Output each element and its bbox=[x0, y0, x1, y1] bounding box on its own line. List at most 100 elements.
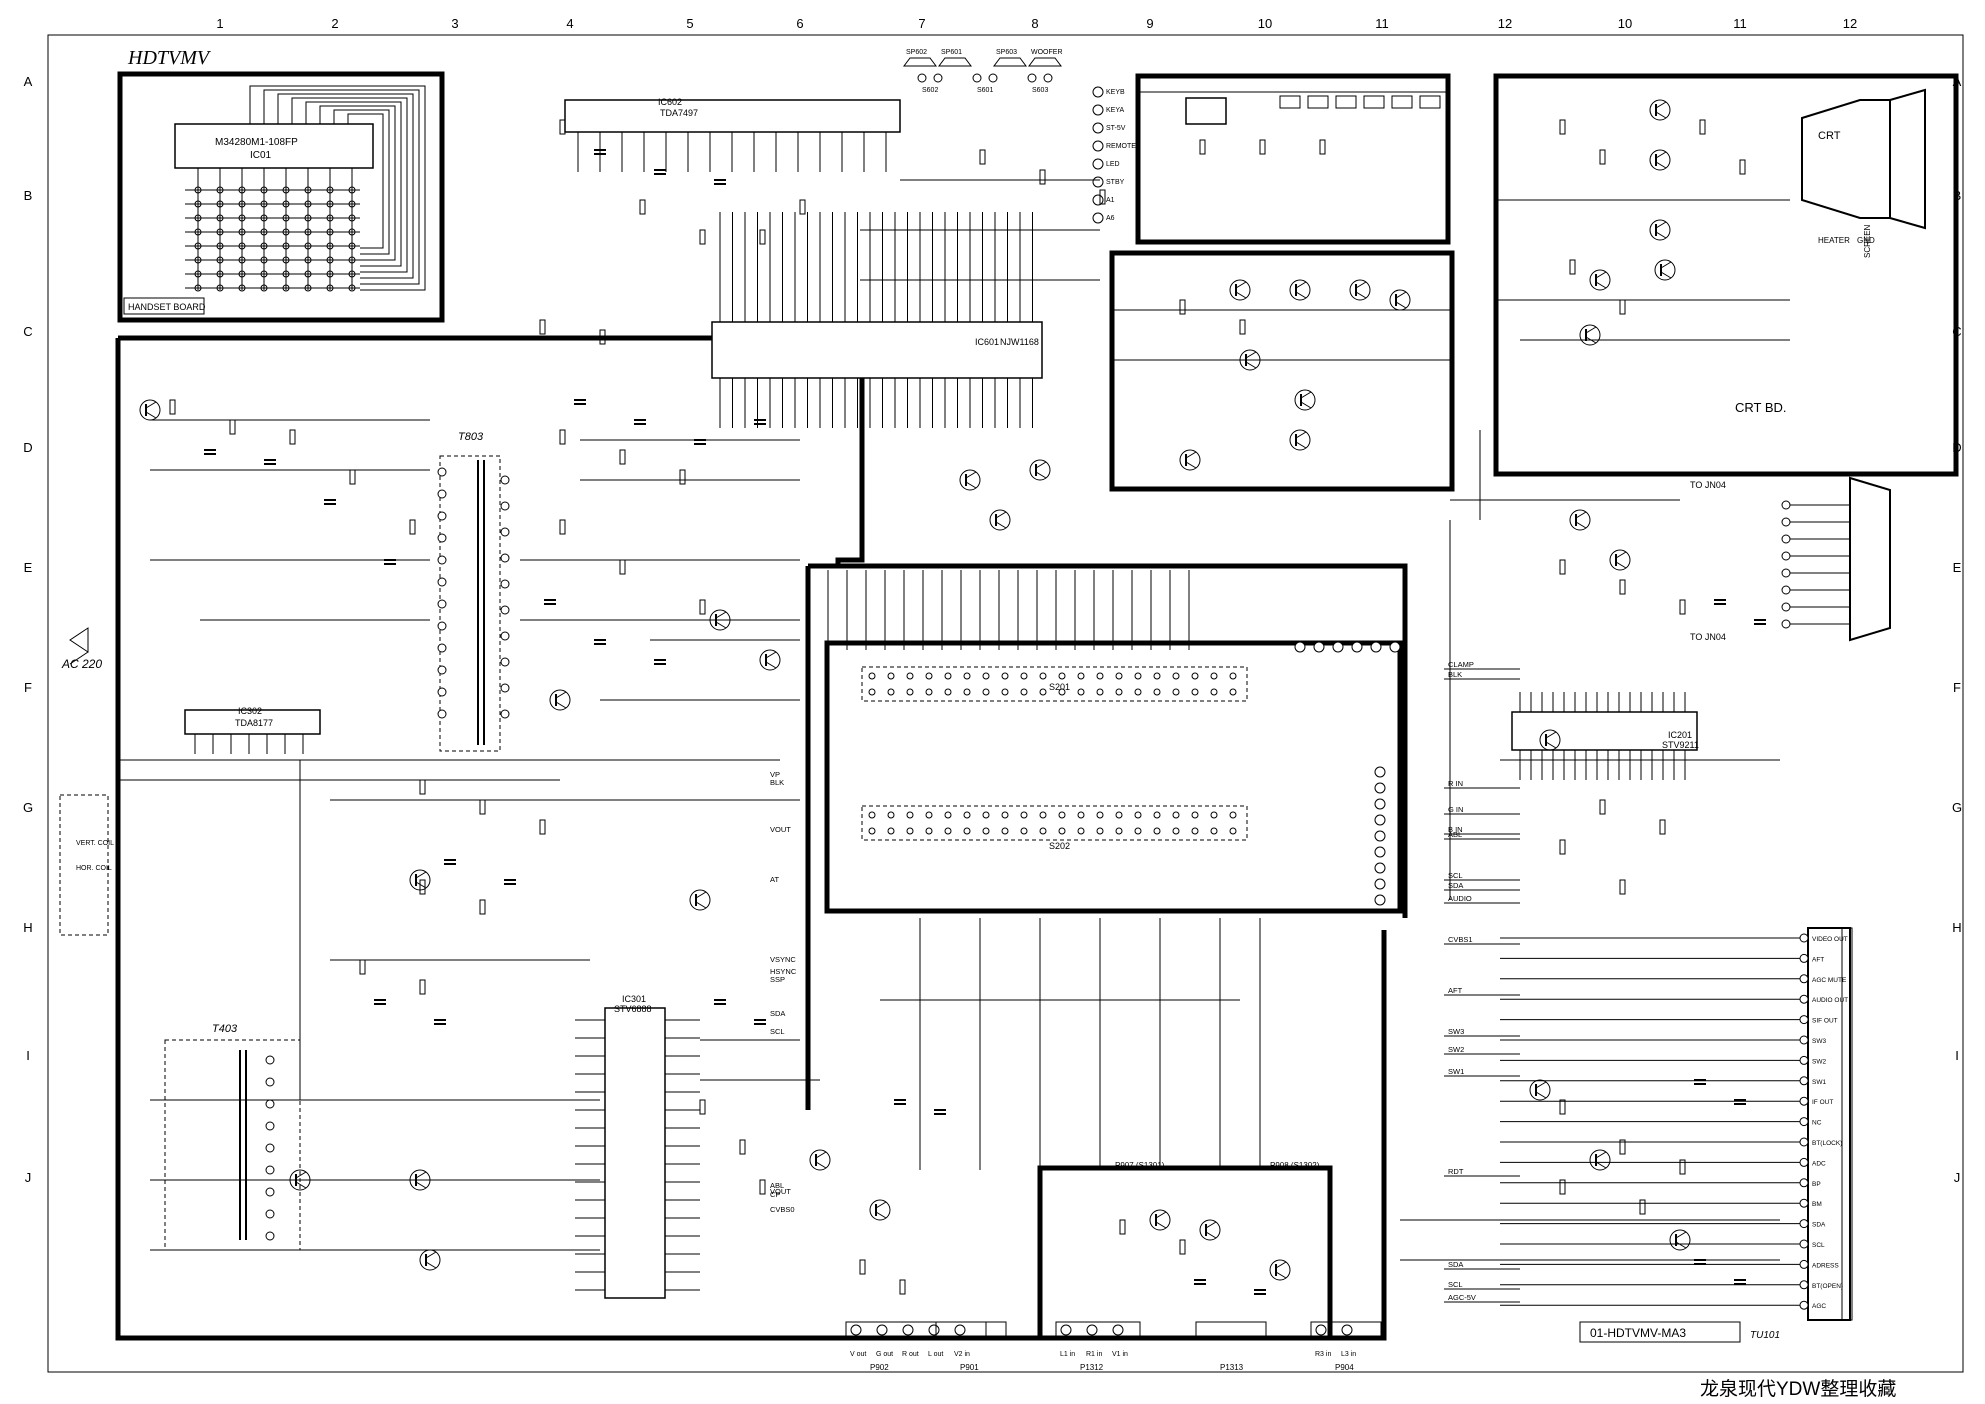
tuner-pin bbox=[1799, 1076, 1809, 1086]
resistor bbox=[1179, 1239, 1186, 1255]
scart-pin bbox=[887, 827, 895, 835]
resistor bbox=[559, 429, 566, 445]
t803-terminal bbox=[500, 631, 510, 641]
side-pin bbox=[1374, 830, 1386, 842]
scart-pin bbox=[1077, 811, 1085, 819]
transistor bbox=[989, 509, 1011, 531]
resistor bbox=[1179, 299, 1186, 315]
p907-label: P907 (S1301) bbox=[1115, 1161, 1165, 1170]
bottom-pin-label: V1 in bbox=[1112, 1351, 1128, 1358]
scart-pin bbox=[1229, 811, 1237, 819]
scart-pin bbox=[887, 688, 895, 696]
resistor bbox=[699, 229, 706, 245]
key-matrix bbox=[185, 168, 360, 292]
scart-pin bbox=[1210, 811, 1218, 819]
speaker-SP601 bbox=[938, 57, 972, 67]
wiring bbox=[118, 179, 1790, 1261]
scart-pin bbox=[1153, 672, 1161, 680]
tuner-pin bbox=[1799, 1259, 1809, 1269]
ic602: IC602 TDA7497 bbox=[564, 97, 901, 172]
tuner-pin bbox=[1799, 1035, 1809, 1045]
handset-trace bbox=[263, 89, 420, 285]
scart-pin bbox=[868, 811, 876, 819]
side-pin bbox=[1374, 798, 1386, 810]
mid-signal-7: SDA bbox=[770, 1009, 785, 1018]
sheet-border bbox=[47, 34, 1964, 1373]
transistor bbox=[1229, 279, 1251, 301]
grid-col-9: 9 bbox=[1146, 16, 1153, 31]
transistor-emitter bbox=[1595, 281, 1607, 289]
bottom-pin bbox=[1112, 1324, 1124, 1336]
coil-connector: VERT. COIL HOR. COIL bbox=[59, 794, 114, 936]
transistor-emitter bbox=[695, 901, 707, 909]
tuner-pin bbox=[1799, 1117, 1809, 1127]
transistor bbox=[1289, 429, 1311, 451]
transistor-emitter bbox=[1675, 1241, 1687, 1249]
tuner-pin-label: BP bbox=[1812, 1181, 1821, 1188]
transistor bbox=[809, 1149, 831, 1171]
transistor-emitter bbox=[1300, 401, 1312, 409]
bus-signal-7: SDA bbox=[1448, 881, 1463, 890]
t803-terminal bbox=[437, 687, 447, 697]
scart-pin bbox=[1096, 672, 1104, 680]
scart-pin bbox=[1172, 827, 1180, 835]
transistor-collector bbox=[1355, 281, 1367, 289]
grid-col-5: 5 bbox=[686, 16, 693, 31]
transistor-emitter bbox=[1205, 1231, 1217, 1239]
scart-pin bbox=[1172, 672, 1180, 680]
t803-terminal bbox=[437, 577, 447, 587]
bottom-pin bbox=[928, 1324, 940, 1336]
tuner-pin-label: SDA bbox=[1812, 1222, 1826, 1229]
resistor bbox=[479, 899, 486, 915]
ic201-ref: IC201 bbox=[1668, 730, 1692, 740]
resistor bbox=[619, 449, 626, 465]
bottom-pin-label: R1 in bbox=[1086, 1351, 1102, 1358]
vga-pin bbox=[1781, 534, 1791, 544]
bus-signal-14: RDT bbox=[1448, 1167, 1464, 1176]
bottom-pin bbox=[902, 1324, 914, 1336]
transistor-emitter bbox=[415, 1181, 427, 1189]
mid-signal-4: VSYNC bbox=[770, 955, 796, 964]
key-switch bbox=[1307, 95, 1329, 109]
resistor bbox=[409, 519, 416, 535]
screen-label: SCREEN bbox=[1863, 224, 1872, 258]
scart-pin bbox=[1001, 688, 1009, 696]
scart-pin bbox=[1039, 688, 1047, 696]
ic302: IC302 TDA8177 bbox=[184, 706, 321, 754]
bottom-connector-ref: P904 bbox=[1335, 1363, 1354, 1372]
transistor-emitter bbox=[1235, 291, 1247, 299]
resistor bbox=[1679, 599, 1686, 615]
transistor bbox=[1199, 1219, 1221, 1241]
bottom-pin-label: L1 in bbox=[1060, 1351, 1075, 1358]
key-switch bbox=[1279, 95, 1301, 109]
grid-col-10: 10 bbox=[1258, 16, 1272, 31]
ic302-part: TDA8177 bbox=[235, 718, 273, 728]
scart-pin bbox=[944, 811, 952, 819]
vga-pin bbox=[1781, 517, 1791, 527]
tuner-pin-label: BT(LOCK) bbox=[1812, 1140, 1842, 1147]
transistor-emitter bbox=[1595, 1161, 1607, 1169]
crt-gnd-label: GND bbox=[1857, 236, 1875, 245]
scart-pin bbox=[1058, 811, 1066, 819]
transistor bbox=[1654, 259, 1676, 281]
mid-signal-1: BLK bbox=[770, 778, 784, 787]
scart-pin bbox=[1096, 827, 1104, 835]
tuner-pin bbox=[1799, 1198, 1809, 1208]
grid-row-left-C: C bbox=[23, 324, 32, 339]
header-pin bbox=[1313, 641, 1325, 653]
scart-pin bbox=[1191, 672, 1199, 680]
resistor bbox=[1559, 1099, 1566, 1115]
bottom-connector-ref: P1312 bbox=[1080, 1363, 1104, 1372]
resistor bbox=[1569, 259, 1576, 275]
bus-signal-12: SW2 bbox=[1448, 1045, 1464, 1054]
key-pin bbox=[1092, 158, 1104, 170]
resistor bbox=[1639, 1199, 1646, 1215]
bus-signal-6: SCL bbox=[1448, 871, 1463, 880]
tuner-pin bbox=[1799, 953, 1809, 963]
transistor-emitter bbox=[1660, 271, 1672, 279]
scart-pin bbox=[1115, 827, 1123, 835]
transistor bbox=[139, 399, 161, 421]
resistor bbox=[169, 399, 176, 415]
